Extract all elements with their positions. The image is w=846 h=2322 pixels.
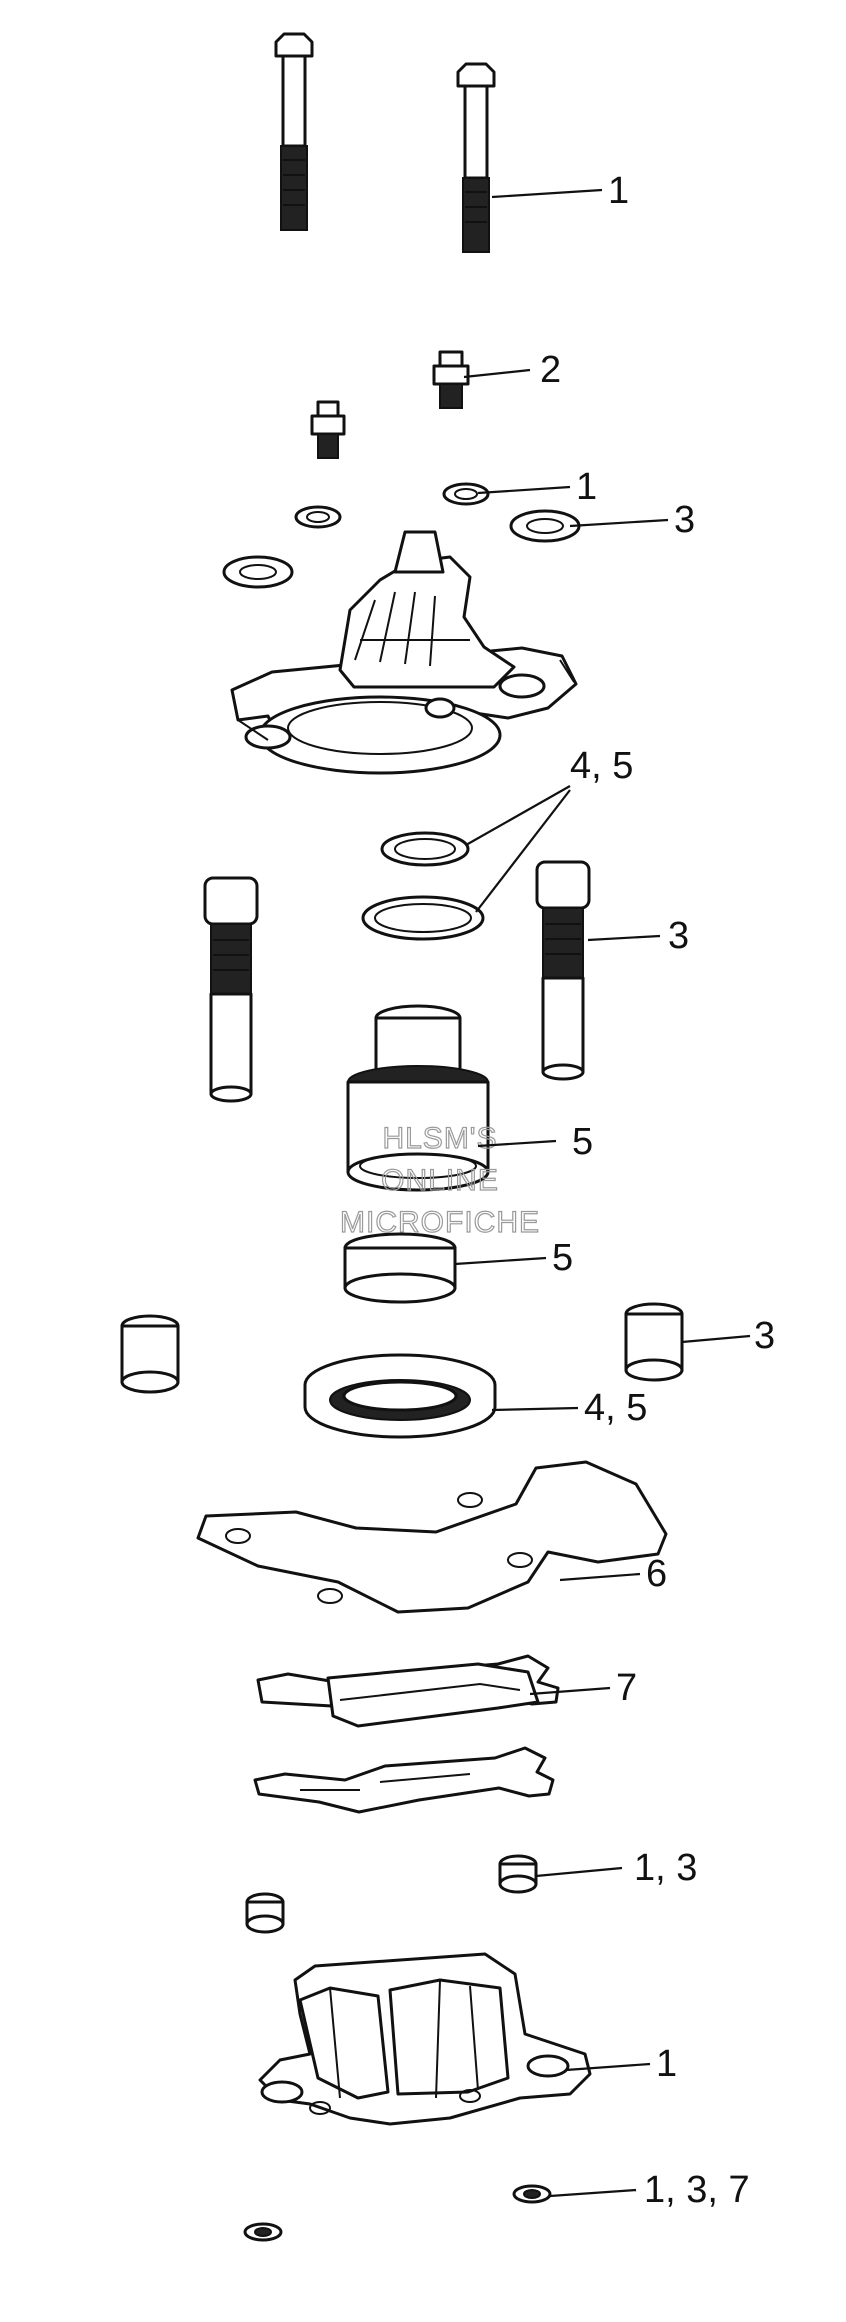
leader-lines [454,188,751,2198]
callout-2: 2 [540,349,561,391]
callout-3: 1 [576,466,597,508]
plug-left [243,2222,283,2242]
caliper-bracket [196,1460,668,1614]
callout-4: 3 [674,499,695,541]
bleeder-screw-right [432,350,470,409]
bushing-left [120,1314,180,1394]
callout-11: 6 [646,1553,667,1595]
watermark-line1: HLSM'S [382,1122,497,1155]
callouts: 1 2 1 3 4, 5 3 5 5 3 4, 5 6 7 1, 3 1 1, … [540,170,775,2211]
callout-14: 1 [656,2043,677,2085]
callout-6: 3 [668,915,689,957]
washer-small-right [442,482,490,506]
plug-right [512,2184,552,2204]
callout-13: 1, 3 [634,1847,697,1889]
upper-caliper-housing [230,530,578,775]
caliper-piston [346,1004,490,1192]
slide-pin-right [535,860,591,1081]
bleeder-screw-left [310,400,346,459]
bushing-small-left [245,1892,285,1934]
brake-pad-upper [256,1654,560,1728]
watermark: HLSM'S ONLINE MICROFICHE [339,1121,540,1239]
long-bolt-right [456,62,496,253]
piston-insert [343,1232,457,1304]
bushing-right [624,1302,684,1382]
watermark-line2: ONLINE [381,1164,499,1197]
callout-10: 4, 5 [584,1387,647,1429]
boot-seal-left [222,555,294,589]
bushing-small-right [498,1854,538,1894]
washer-small-left [294,505,342,529]
long-bolt-left [274,32,314,231]
watermark-line3: MICROFICHE [340,1206,540,1239]
callout-7: 5 [572,1121,593,1163]
slide-pin-left [203,876,259,1103]
brake-pad-lower [253,1746,555,1814]
lower-caliper-housing [258,1952,592,2126]
callout-5: 4, 5 [570,745,633,787]
boot-seal-right [509,509,581,543]
piston-seal [303,1353,497,1439]
callout-9: 3 [754,1315,775,1357]
callout-15: 1, 3, 7 [644,2169,750,2211]
callout-8: 5 [552,1237,573,1279]
callout-1: 1 [608,170,629,212]
seal-ring-large [361,895,485,941]
seal-ring-small [380,831,470,867]
callout-12: 7 [616,1667,637,1709]
